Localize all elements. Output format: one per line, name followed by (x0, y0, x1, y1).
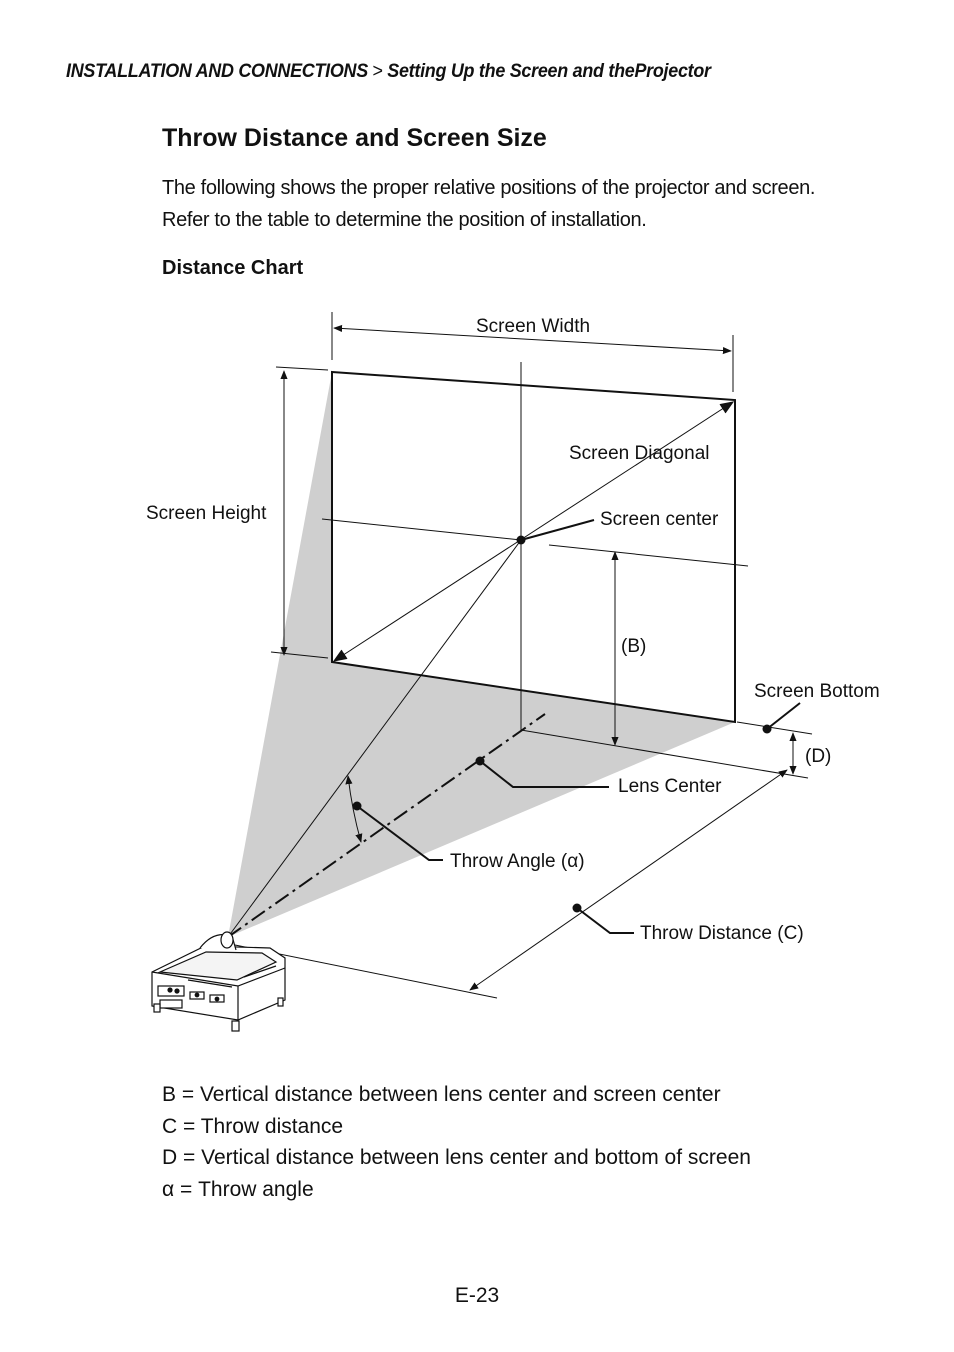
b-label: (B) (621, 636, 646, 657)
screen-bottom-label: Screen Bottom (754, 681, 880, 702)
legend-item-c: C = Throw distance (162, 1114, 344, 1138)
lens-center-label: Lens Center (618, 776, 722, 797)
screen-bottom-ext (736, 721, 813, 735)
projector-illustration (151, 931, 286, 1032)
legend-item-b: B = Vertical distance between lens cente… (162, 1083, 721, 1106)
throw-angle-arc (345, 775, 363, 843)
screen-width-arrow (333, 324, 732, 355)
throw-distance-label: Throw Distance (C) (640, 923, 804, 944)
intro-paragraph: The following shows the proper relative … (162, 172, 922, 236)
screen-width-label: Screen Width (476, 316, 590, 337)
d-label: (D) (805, 746, 831, 767)
ray-to-screen-center (227, 539, 522, 938)
legend-item-alpha: α = Throw angle (162, 1178, 314, 1202)
legend: B = Vertical distance between lens cente… (162, 1079, 751, 1206)
intro-line-2: Refer to the table to determine the posi… (162, 209, 647, 231)
page-number: E-23 (454, 1284, 500, 1307)
throw-angle-label: Throw Angle (α) (450, 851, 585, 872)
screen-diagonal-label: Screen Diagonal (569, 443, 709, 464)
throw-distance-leader (576, 907, 634, 934)
header-separator: > (372, 60, 383, 82)
screen-center-label: Screen center (600, 509, 719, 530)
screen-face (331, 370, 736, 724)
header-subsection: Setting Up the Screen and theProjector (387, 60, 711, 82)
screen-bottom-leader (766, 702, 801, 730)
lens-axis (227, 713, 546, 938)
intro-line-1: The following shows the proper relative … (162, 177, 816, 199)
screen-diagonal-arrow (332, 401, 735, 662)
screen-height-label: Screen Height (146, 503, 267, 524)
legend-item-d: D = Vertical distance between lens cente… (162, 1146, 751, 1170)
screen-center-leader (520, 519, 595, 541)
throw-angle-leader (356, 805, 443, 861)
page-title: Throw Distance and Screen Size (162, 124, 547, 152)
throw-distance-arrow (469, 769, 788, 991)
header-section: INSTALLATION AND CONNECTIONS (66, 60, 368, 82)
screen-height-ext-top (275, 366, 329, 371)
distance-chart-heading: Distance Chart (162, 257, 304, 279)
running-header: INSTALLATION AND CONNECTIONS>Setting Up … (66, 60, 711, 83)
